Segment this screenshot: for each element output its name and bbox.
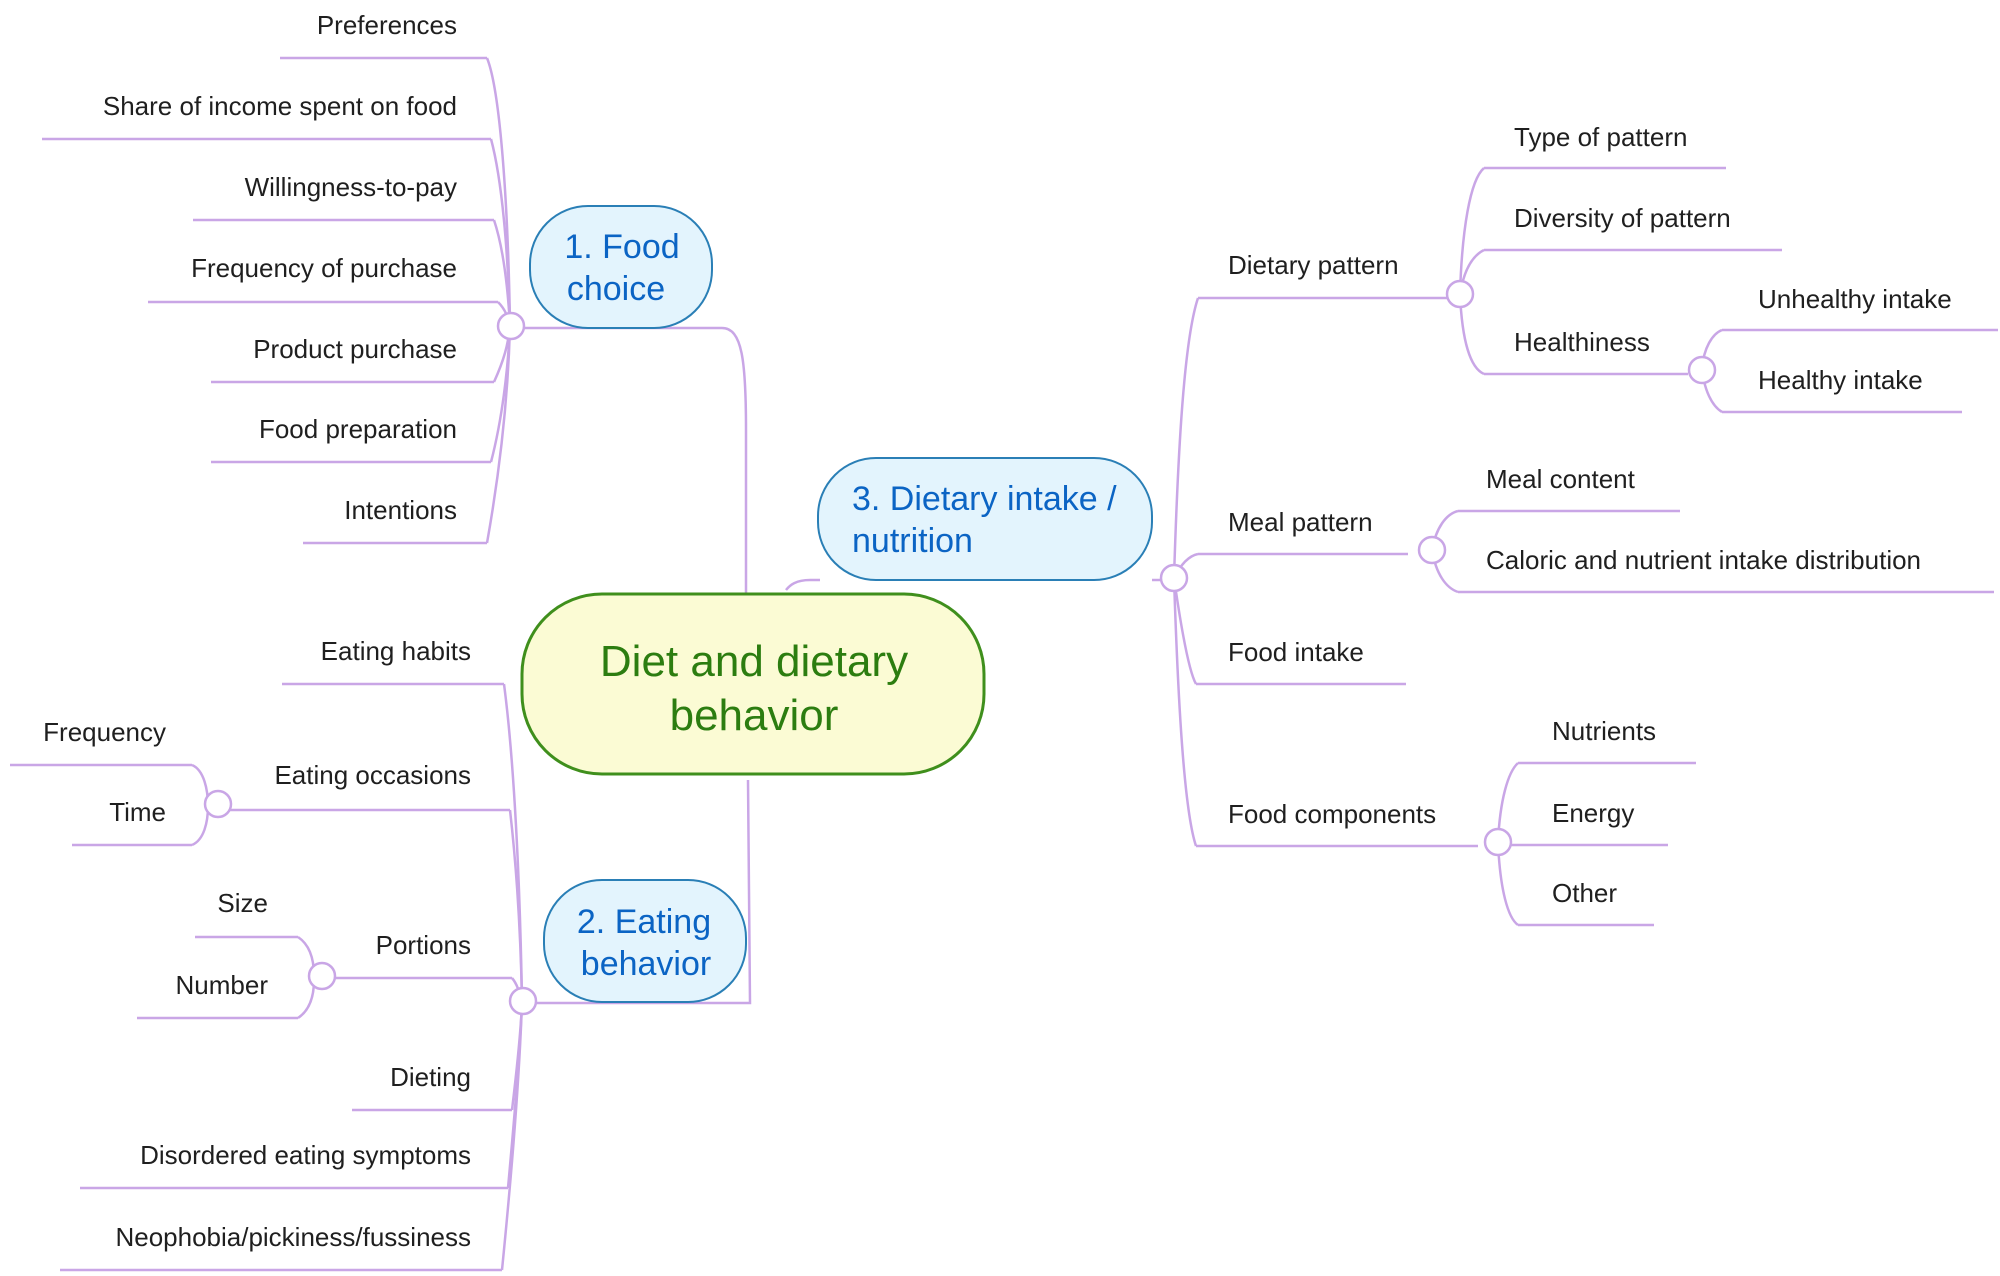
leaf-meal-content: Meal content <box>1486 464 1636 494</box>
leaf-caloric-nutrient-distribution: Caloric and nutrient intake distribution <box>1486 545 1921 575</box>
leaf-number: Number <box>176 970 269 1000</box>
food-choice-hub-knot <box>496 311 526 341</box>
portions-knot <box>307 961 337 991</box>
leaf-portions: Portions <box>376 930 471 960</box>
leaf-meal-pattern: Meal pattern <box>1228 507 1373 537</box>
leaf-healthiness: Healthiness <box>1514 327 1650 357</box>
leaf-food-intake: Food intake <box>1228 637 1364 667</box>
branch-dietary-intake: 3. Dietary intake / nutrition Dietary pa… <box>817 122 1952 908</box>
dietary-intake-bubble <box>817 457 1153 581</box>
leaf-diversity-of-pattern: Diversity of pattern <box>1514 203 1731 233</box>
leaf-food-preparation: Food preparation <box>259 414 457 444</box>
leaf-energy: Energy <box>1552 798 1634 828</box>
root-node: Diet and dietary behavior <box>520 592 986 776</box>
leaf-type-of-pattern: Type of pattern <box>1514 122 1687 152</box>
leaf-nutrients: Nutrients <box>1552 716 1656 746</box>
root-bubble <box>520 592 986 776</box>
connector-lines <box>10 56 1998 1272</box>
leaf-size: Size <box>217 888 268 918</box>
leaf-eating-occasions: Eating occasions <box>274 760 471 790</box>
leaf-neophobia: Neophobia/pickiness/fussiness <box>115 1222 471 1252</box>
leaf-disordered-eating: Disordered eating symptoms <box>140 1140 471 1170</box>
root-label-line2: behavior <box>670 691 839 740</box>
dietary-pattern-knot <box>1445 279 1475 309</box>
leaf-dietary-pattern: Dietary pattern <box>1228 250 1399 280</box>
leaf-eating-habits: Eating habits <box>321 636 471 666</box>
leaf-intentions: Intentions <box>344 495 457 525</box>
eating-behavior-bubble <box>543 879 747 1003</box>
food-components-knot <box>1483 827 1513 857</box>
dietary-intake-hub-knot <box>1159 563 1189 593</box>
eating-behavior-label-line2: behavior <box>581 945 711 983</box>
leaf-dieting: Dieting <box>390 1062 471 1092</box>
healthiness-knot <box>1687 355 1717 385</box>
dietary-intake-label-line1: 3. Dietary intake / <box>852 480 1117 518</box>
branch-eating-behavior: 2. Eating behavior Eating habits Eating … <box>43 636 747 1252</box>
leaf-willingness-to-pay: Willingness-to-pay <box>245 172 457 202</box>
leaf-food-components: Food components <box>1228 799 1436 829</box>
branch-food-choice: 1. Food choice Preferences Share of inco… <box>103 10 713 525</box>
food-choice-bubble <box>529 205 713 329</box>
leaf-share-of-income: Share of income spent on food <box>103 91 457 121</box>
dietary-intake-label-line2: nutrition <box>852 522 973 560</box>
meal-pattern-knot <box>1417 535 1447 565</box>
eating-behavior-hub-knot <box>508 986 538 1016</box>
connector-knots <box>203 279 1717 1016</box>
eating-occasions-knot <box>203 789 233 819</box>
leaf-healthy-intake: Healthy intake <box>1758 365 1923 395</box>
leaf-frequency-of-purchase: Frequency of purchase <box>191 253 457 283</box>
leaf-time: Time <box>109 797 166 827</box>
eating-behavior-label-line1: 2. Eating <box>577 903 711 941</box>
leaf-preferences: Preferences <box>317 10 457 40</box>
leaf-unhealthy-intake: Unhealthy intake <box>1758 284 1952 314</box>
food-choice-label-line1: 1. Food <box>564 228 679 266</box>
leaf-product-purchase: Product purchase <box>253 334 457 364</box>
food-choice-label-line2: choice <box>567 270 665 308</box>
leaf-other: Other <box>1552 878 1617 908</box>
leaf-frequency: Frequency <box>43 717 166 747</box>
root-label-line1: Diet and dietary <box>600 637 908 686</box>
